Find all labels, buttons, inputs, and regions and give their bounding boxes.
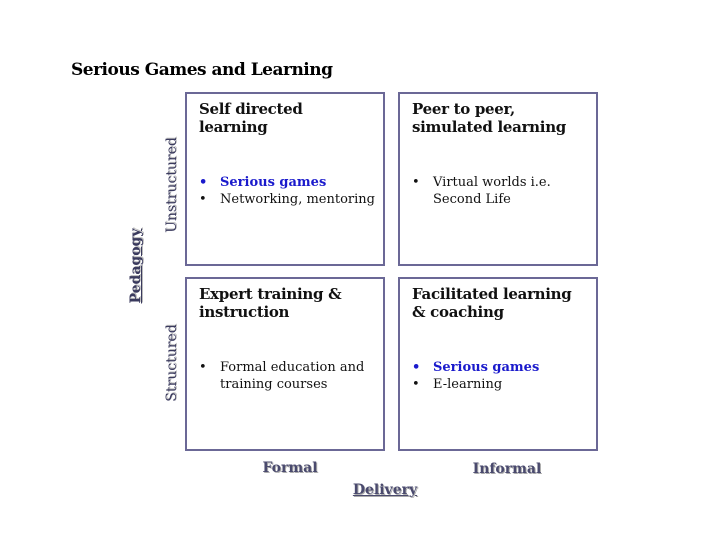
slide-title: Serious Games and Learning [71,60,333,80]
quadrant-facilitated: Facilitated learning & coaching Serious … [398,277,598,451]
x-label-formal: Formal [262,460,318,476]
x-label-informal: Informal [472,461,542,477]
y-label-structured: Structured [164,324,180,402]
list-item: E-learning [412,376,592,393]
quadrant-heading: Peer to peer, simulated learning [412,100,566,136]
quadrant-heading: Facilitated learning & coaching [412,285,572,321]
list-item: Networking, mentoring [199,191,379,208]
quadrant-heading: Expert training & instruction [199,285,342,321]
list-item: Serious games [199,174,379,191]
list-item: Serious games [412,359,592,376]
bullet-list: Serious games Networking, mentoring [199,174,379,208]
list-item: Virtual worlds i.e. Second Life [412,174,563,208]
bullet-list: Formal education and training courses [199,359,379,393]
y-axis-title: Pedagogy [128,228,144,304]
quadrant-peer-to-peer: Peer to peer, simulated learning Virtual… [398,92,598,266]
bullet-list: Virtual worlds i.e. Second Life [412,174,592,208]
list-item: Formal education and training courses [199,359,379,393]
x-axis-title: Delivery [352,482,418,498]
quadrant-expert-training: Expert training & instruction Formal edu… [185,277,385,451]
y-label-unstructured: Unstructured [164,137,180,233]
quadrant-self-directed: Self directed learning Serious games Net… [185,92,385,266]
bullet-list: Serious games E-learning [412,359,592,393]
quadrant-heading: Self directed learning [199,100,303,136]
